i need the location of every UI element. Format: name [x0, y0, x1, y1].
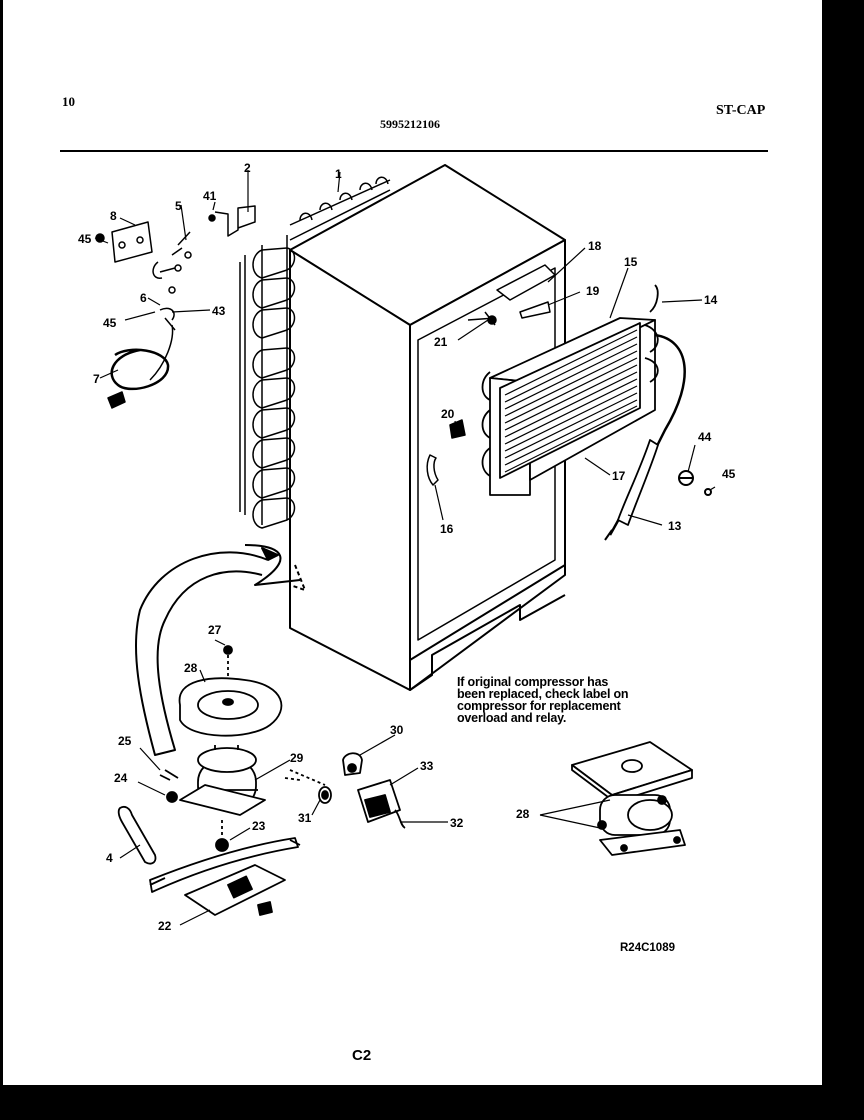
- callout-29: 29: [290, 751, 304, 765]
- callout-13: 13: [668, 519, 682, 533]
- callout-8: 8: [110, 209, 117, 223]
- callout-1: 1: [335, 167, 342, 181]
- callout-24: 24: [114, 771, 128, 785]
- top-left-hardware: [95, 205, 256, 409]
- callout-17: 17: [612, 469, 626, 483]
- callout-7: 7: [93, 372, 100, 386]
- header-rule: [60, 150, 768, 152]
- part-number: 5995212106: [380, 117, 440, 131]
- callout-2: 2: [244, 161, 251, 175]
- drain-hose: [135, 551, 269, 756]
- callout-41: 41: [203, 189, 217, 203]
- evaporator: [481, 284, 686, 536]
- cabinet: [289, 164, 566, 691]
- callout-labels: 1 2 41 8 5 45 6 43 45 7 18 19 15 14 21 2…: [78, 161, 736, 933]
- page-number: 10: [62, 94, 75, 109]
- callout-18: 18: [588, 239, 602, 253]
- note-line: overload and relay.: [457, 711, 567, 725]
- page-edge: [0, 0, 3, 1085]
- note-line: If original compressor has: [457, 675, 609, 689]
- callout-6: 6: [140, 291, 147, 305]
- callout-30: 30: [390, 723, 404, 737]
- callout-31: 31: [298, 811, 312, 825]
- alt-compressor: [571, 741, 693, 856]
- callout-33: 33: [420, 759, 434, 773]
- callout-45-right: 45: [722, 467, 736, 481]
- callout-43: 43: [212, 304, 226, 318]
- callout-5: 5: [175, 199, 182, 213]
- callout-21: 21: [434, 335, 448, 349]
- callout-27: 27: [208, 623, 222, 637]
- callout-14: 14: [704, 293, 718, 307]
- callout-23: 23: [252, 819, 266, 833]
- callout-15: 15: [624, 255, 638, 269]
- note-line: been replaced, check label on: [457, 687, 629, 701]
- diagram-code: R24C1089: [620, 942, 675, 954]
- callout-25: 25: [118, 734, 132, 748]
- compressor-assembly: [117, 645, 406, 916]
- thermostat-parts: [426, 264, 556, 486]
- callout-22: 22: [158, 919, 172, 933]
- model-code: ST-CAP: [716, 103, 766, 118]
- drain-arrow: [244, 544, 301, 586]
- callout-32: 32: [450, 816, 464, 830]
- callout-19: 19: [586, 284, 600, 298]
- condenser-coil: [239, 176, 391, 529]
- callout-44: 44: [698, 430, 712, 444]
- callout-45-left: 45: [103, 316, 117, 330]
- compressor-note: If original compressor has been replaced…: [457, 675, 697, 725]
- callout-28-top: 28: [184, 661, 198, 675]
- callout-28-right: 28: [516, 807, 530, 821]
- note-line: compressor for replacement: [457, 699, 621, 713]
- callout-20: 20: [441, 407, 455, 421]
- callout-4: 4: [106, 851, 113, 865]
- callout-45-top: 45: [78, 232, 92, 246]
- callout-16: 16: [440, 522, 454, 536]
- page-footer: C2: [352, 1047, 372, 1064]
- leader-lines: [94, 170, 716, 926]
